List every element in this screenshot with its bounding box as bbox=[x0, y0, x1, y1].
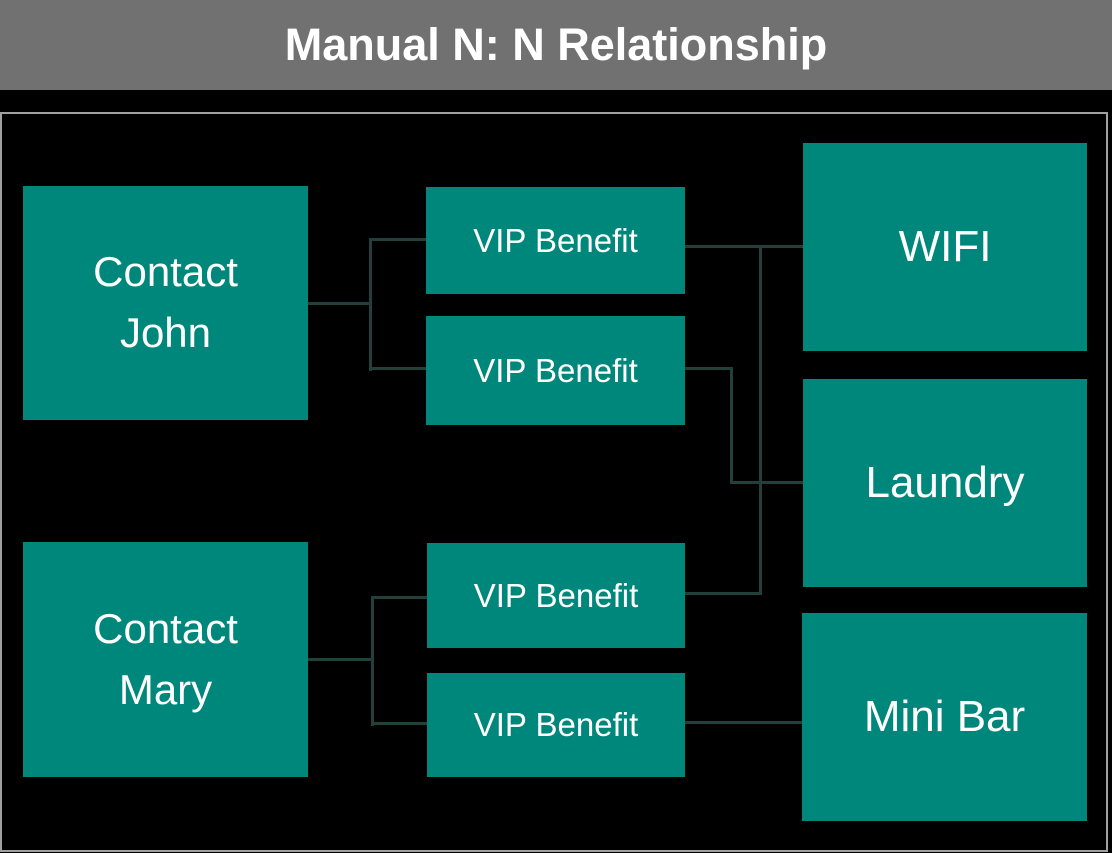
node-vip-benefit-3: VIP Benefit bbox=[427, 543, 685, 648]
node-label: Contact John bbox=[93, 248, 238, 356]
node-label: VIP Benefit bbox=[473, 576, 639, 614]
node-mini-bar: Mini Bar bbox=[802, 613, 1087, 821]
node-wifi: WIFI bbox=[803, 143, 1087, 351]
connector-vip2-out bbox=[685, 367, 733, 370]
node-label: VIP Benefit bbox=[473, 706, 639, 743]
node-contact-john: Contact John bbox=[23, 186, 308, 420]
connector-john-bracket bbox=[369, 238, 372, 371]
node-label: Mini Bar bbox=[863, 692, 1026, 741]
node-label: VIP Benefit bbox=[473, 221, 638, 259]
title-bar: Manual N: N Relationship bbox=[0, 0, 1112, 90]
connector-vip2-down bbox=[730, 367, 733, 484]
node-contact-mary: Contact Mary bbox=[23, 542, 308, 777]
connector-vip2-to-laundry bbox=[730, 481, 803, 484]
node-vip-benefit-4: VIP Benefit bbox=[427, 673, 685, 777]
connector-mary-stem bbox=[308, 658, 374, 661]
connector-mary-to-vip3 bbox=[371, 596, 427, 599]
connector-vip1-to-wifi bbox=[685, 245, 803, 248]
node-label: Contact Mary bbox=[93, 604, 238, 713]
connector-mary-to-vip4 bbox=[371, 722, 427, 725]
connector-vip3-to-wifi-line bbox=[759, 245, 762, 595]
node-label: VIP Benefit bbox=[473, 351, 638, 389]
connector-john-to-vip2 bbox=[369, 367, 426, 370]
node-label: WIFI bbox=[898, 222, 992, 271]
connector-mary-bracket bbox=[371, 596, 374, 726]
node-label: Laundry bbox=[865, 458, 1025, 507]
node-vip-benefit-2: VIP Benefit bbox=[426, 316, 685, 425]
connector-vip3-out bbox=[685, 592, 762, 595]
connector-john-stem bbox=[308, 302, 372, 305]
connector-john-to-vip1 bbox=[369, 238, 426, 241]
page-title: Manual N: N Relationship bbox=[284, 19, 828, 70]
node-laundry: Laundry bbox=[803, 379, 1087, 587]
connector-vip4-to-minibar bbox=[685, 721, 802, 724]
node-vip-benefit-1: VIP Benefit bbox=[426, 187, 685, 294]
